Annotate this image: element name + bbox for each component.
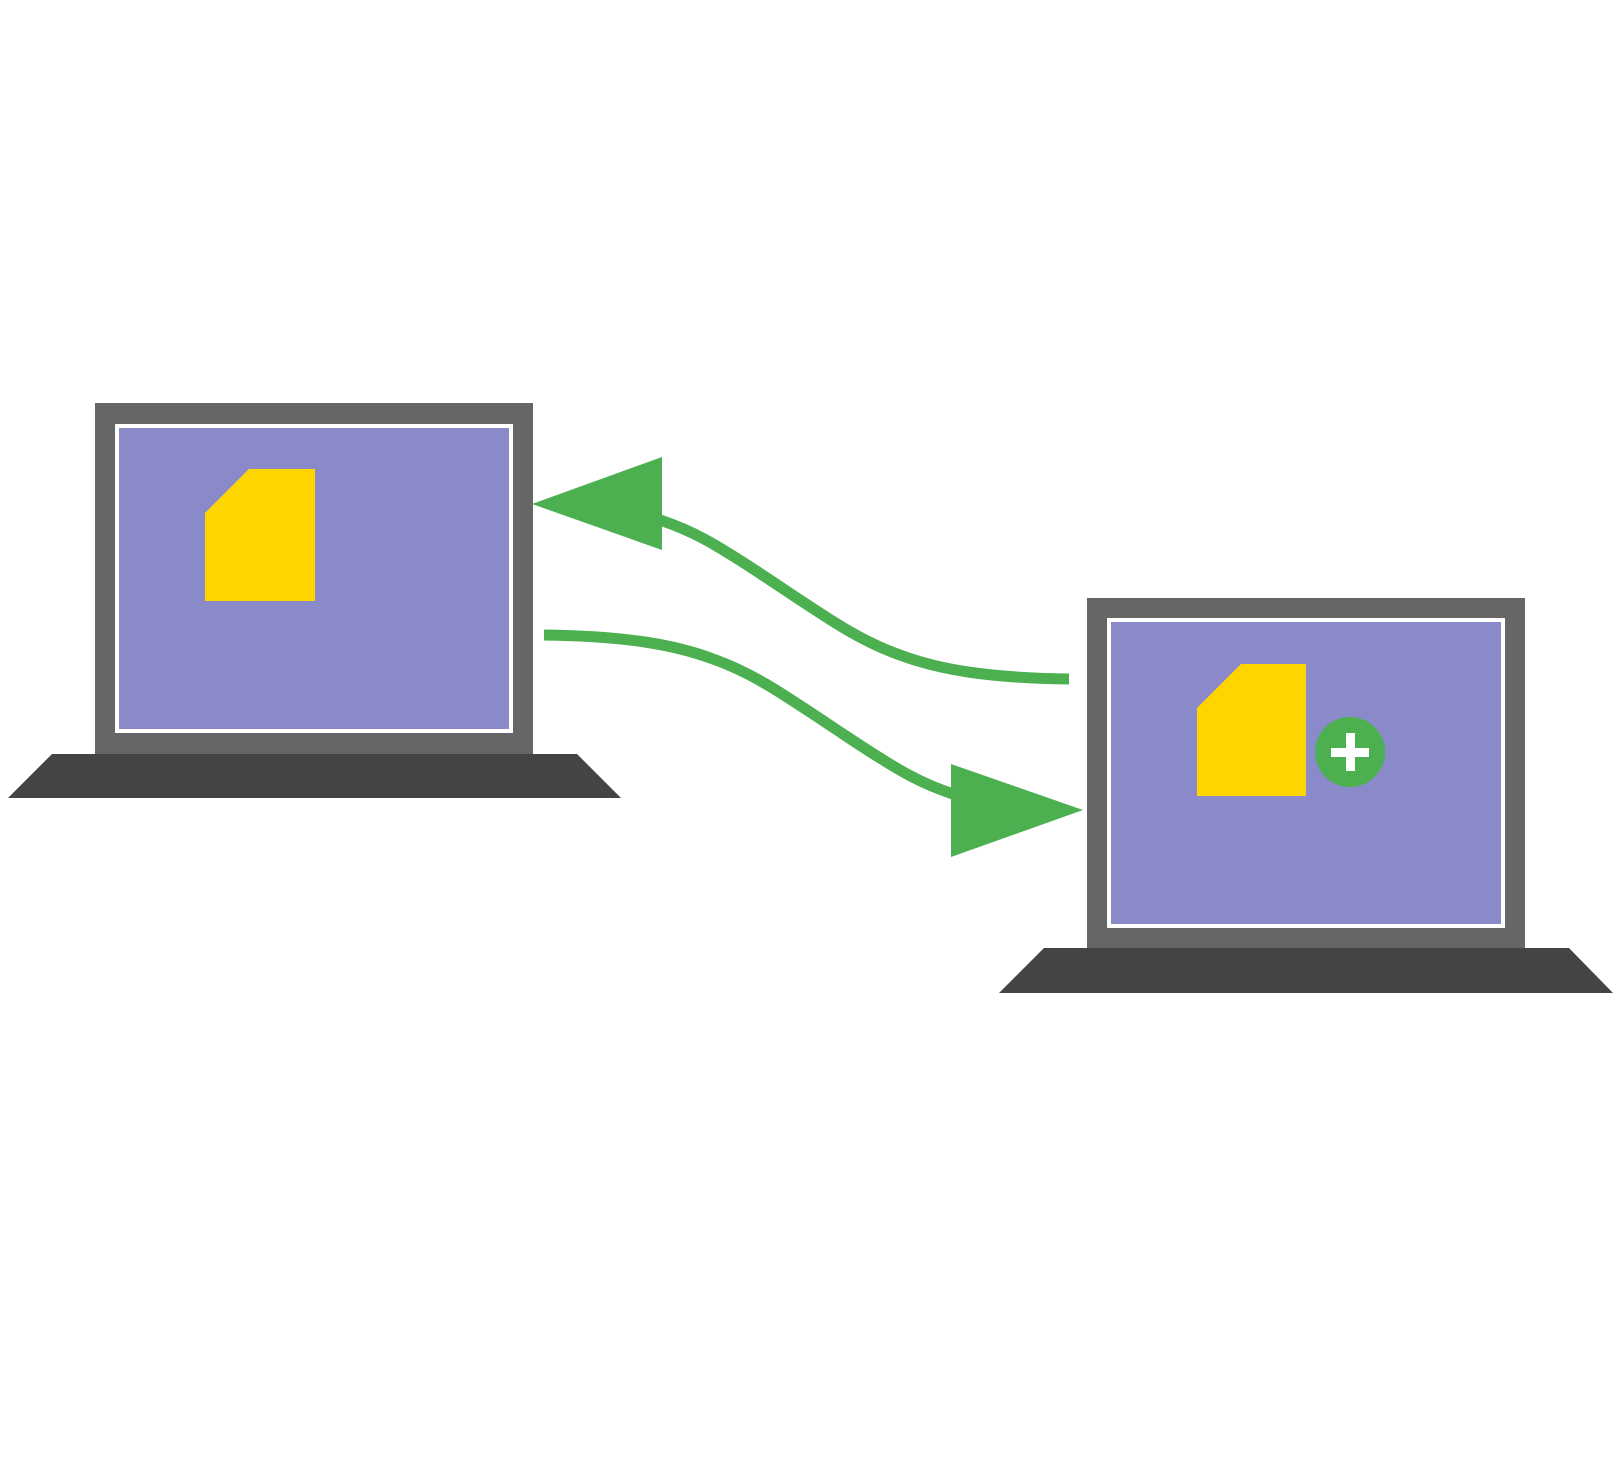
plus-icon-vertical xyxy=(1346,733,1355,771)
laptop-right xyxy=(999,598,1613,993)
arrow-left-to-right-line xyxy=(543,629,955,800)
folder-icon-tab xyxy=(205,469,315,513)
arrow-right-to-left-line xyxy=(658,514,1070,685)
laptop-right-base xyxy=(999,948,1613,993)
arrow-right-to-left xyxy=(532,457,1070,685)
plus-circle-icon xyxy=(1315,717,1385,787)
folder-icon-tab xyxy=(1197,664,1306,708)
folder-icon xyxy=(1197,664,1306,796)
folder-icon-body xyxy=(1197,708,1306,796)
arrow-right-to-left-head xyxy=(532,457,662,550)
laptop-left-base xyxy=(8,754,621,798)
laptop-left xyxy=(8,403,621,798)
arrow-left-to-right-head xyxy=(951,764,1083,857)
folder-icon-body xyxy=(205,513,315,601)
arrow-left-to-right xyxy=(543,629,1083,857)
folder-icon xyxy=(205,469,315,601)
